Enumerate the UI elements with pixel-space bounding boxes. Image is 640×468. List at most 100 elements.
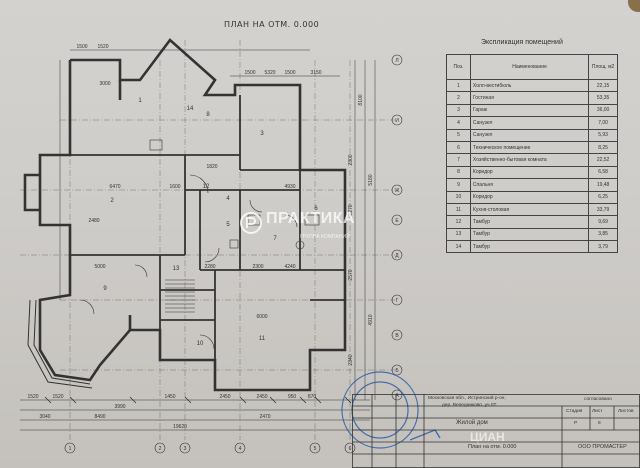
room-name-cell: Холл-вестибюль xyxy=(469,78,590,93)
axis-label: Г xyxy=(396,298,399,304)
room-name-cell: Тамбур xyxy=(469,240,590,254)
axis-label: 3 xyxy=(184,446,187,452)
dimension-label: 1820 xyxy=(206,164,217,170)
room-name-cell: Санузел xyxy=(469,116,590,130)
room-number: 12 xyxy=(203,184,210,190)
room-num-cell: 14 xyxy=(446,240,471,254)
dimension-label: 1520 xyxy=(97,44,108,50)
dimension-label: 2570 xyxy=(348,269,354,280)
room-area-cell: 6,58 xyxy=(588,165,618,180)
room-area-cell: 3,79 xyxy=(588,240,618,254)
room-number: 6 xyxy=(314,206,318,212)
room-number: 5 xyxy=(226,222,230,228)
dimension-label: 2280 xyxy=(204,264,215,270)
dimension-label: 1520 xyxy=(27,394,38,400)
dimension-label: 8490 xyxy=(94,414,105,420)
room-num-cell: 6 xyxy=(446,140,471,155)
room-name-cell: Кухня-столовая xyxy=(469,202,590,217)
dimension-label: 5000 xyxy=(94,264,105,270)
dimension-label: 1500 xyxy=(284,70,295,76)
axis-label: 5 xyxy=(314,446,317,452)
dimension-label: 6000 xyxy=(256,314,267,320)
room-number: 7 xyxy=(273,236,277,242)
room-area-cell: 36,00 xyxy=(588,103,618,118)
sheet-value: 8 xyxy=(598,421,601,426)
dimension-label: 3000 xyxy=(99,81,110,87)
dimension-label: 950 xyxy=(288,394,297,400)
room-num-cell: 10 xyxy=(446,190,471,204)
room-num-cell: 5 xyxy=(446,128,471,142)
axis-label: Б xyxy=(395,368,399,374)
dimension-label: 3990 xyxy=(114,404,125,410)
room-num-cell: 13 xyxy=(446,227,471,242)
dimension-label: 2300 xyxy=(252,264,263,270)
room-area-cell: 19,48 xyxy=(588,178,618,192)
dimension-label: 2470 xyxy=(259,414,270,420)
room-name-cell: Санузел xyxy=(469,128,590,142)
dimension-label: 19620 xyxy=(173,424,187,430)
room-num-cell: 1 xyxy=(446,78,471,93)
dimension-label: 6470 xyxy=(109,184,120,190)
company-name: ООО ПРОМАСТЕР xyxy=(578,444,627,450)
room-name-cell: Хозяйственно-бытовая комната xyxy=(469,153,590,167)
dimension-label: 4930 xyxy=(284,184,295,190)
axis-label: Д xyxy=(395,253,399,259)
dimension-label: 4910 xyxy=(368,314,374,325)
watermark-corner: ЦИАН xyxy=(470,430,505,444)
axis-label: И xyxy=(395,118,399,124)
dimension-label: 2450 xyxy=(256,394,267,400)
axis-label: 1 xyxy=(69,446,72,452)
dimension-label: 2300 xyxy=(348,154,354,165)
axis-label: 2 xyxy=(159,446,162,452)
room-area-cell: 8,25 xyxy=(588,140,618,155)
practice-logo-icon xyxy=(240,212,262,234)
project-name: Жилой дом xyxy=(456,420,488,426)
room-name-cell: Коридор xyxy=(469,165,590,180)
dimension-label: 1520 xyxy=(52,394,63,400)
address-line1: Московская обл., Истринский р-он, xyxy=(428,396,506,401)
room-num-cell: 3 xyxy=(446,103,471,118)
col-header-name: Наименование xyxy=(469,54,590,80)
room-number: 2 xyxy=(110,198,114,204)
dimension-label: 8100 xyxy=(358,94,364,105)
room-name-cell: Тамбур xyxy=(469,215,590,229)
room-num-cell: 9 xyxy=(446,178,471,192)
room-area-cell: 9,69 xyxy=(588,215,618,229)
address-line2: дер. Веледниково, уч.0Т. xyxy=(442,403,498,408)
room-area-cell: 7,00 xyxy=(588,116,618,130)
room-name-cell: Техническое помещение xyxy=(469,140,590,155)
drawing-name: План на отм. 0.000 xyxy=(468,444,517,450)
room-number: 11 xyxy=(259,336,266,342)
sheets-header: Листов xyxy=(618,409,634,414)
room-area-cell: 5,93 xyxy=(588,128,618,142)
room-num-cell: 8 xyxy=(446,165,471,180)
dimension-label: 1500 xyxy=(76,44,87,50)
room-area-cell: 53,35 xyxy=(588,91,618,105)
watermark-brand: ПРАКТИКА xyxy=(266,210,356,227)
room-num-cell: 12 xyxy=(446,215,471,229)
room-num-cell: 2 xyxy=(446,91,471,105)
room-number: 1 xyxy=(138,98,142,104)
dimension-label: 2270 xyxy=(348,204,354,215)
stage-value: Р xyxy=(574,421,578,426)
approval-text: согласовано xyxy=(584,397,612,402)
corner-pin xyxy=(628,0,640,12)
axis-label: В xyxy=(395,333,399,339)
room-number: 4 xyxy=(226,196,230,202)
dimension-label: 3040 xyxy=(39,414,50,420)
room-area-cell: 22,52 xyxy=(588,153,618,167)
axis-label: 6 xyxy=(349,446,352,452)
